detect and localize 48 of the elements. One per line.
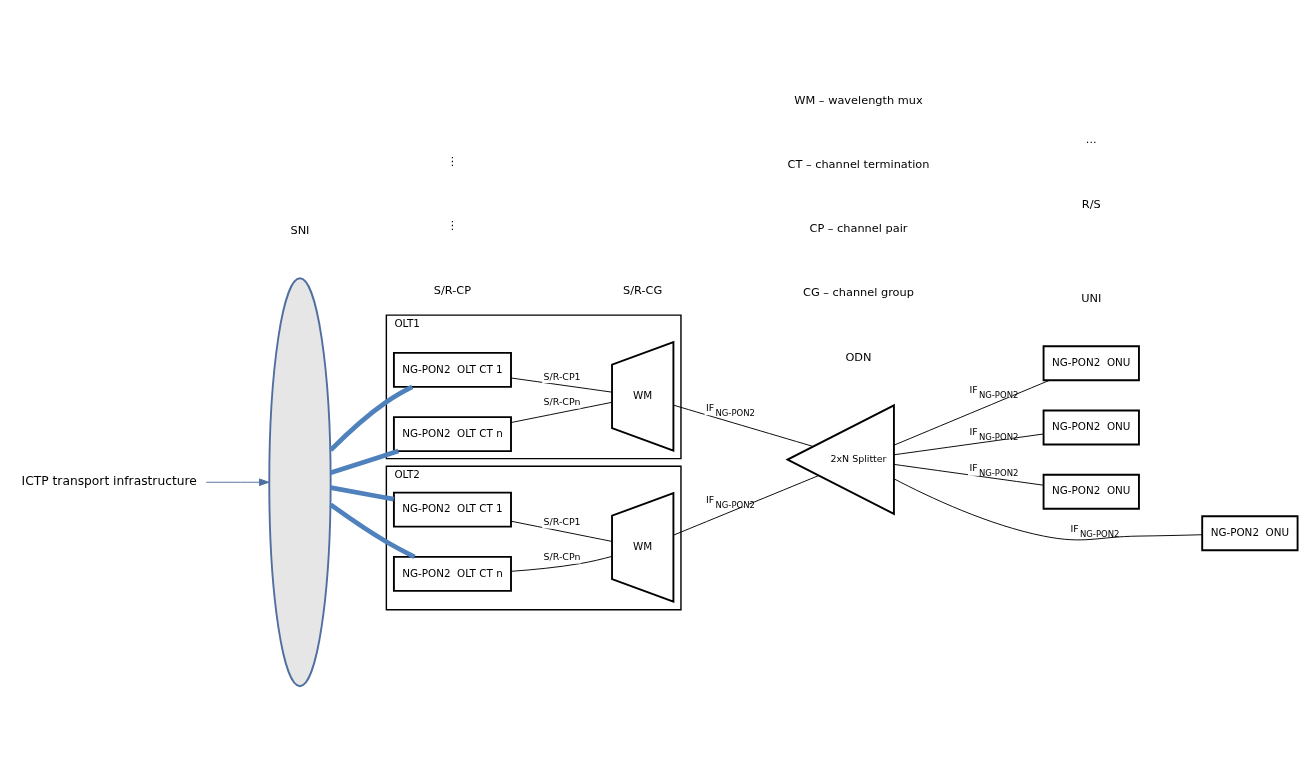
- label: S/R-CP: [433, 282, 472, 297]
- label: CG – channel group: [803, 285, 914, 300]
- node-box: NG-PON2 OLT CT 1: [392, 351, 512, 388]
- node-box: WM: [611, 340, 675, 452]
- label: WM – wavelength mux: [794, 92, 923, 107]
- label: S/R-CG: [623, 282, 663, 297]
- connector: [510, 377, 613, 393]
- label: CP – channel pair: [809, 221, 908, 236]
- edge-label: IF$_{NG-PON2}$: [969, 425, 1019, 442]
- edge-label: IF$_{NG-PON2}$: [969, 384, 1019, 401]
- node-box: WM: [611, 491, 675, 604]
- edge-label: S/R-CPn: [543, 396, 581, 408]
- connector: [510, 555, 613, 572]
- connector: [329, 448, 400, 475]
- label: ...: [1085, 132, 1097, 147]
- connector: [329, 502, 416, 559]
- node-box: NG-PON2 ONU: [1042, 345, 1140, 382]
- edge-label: IF$_{NG-PON2}$: [705, 401, 755, 418]
- edge-label: S/R-CP1: [543, 516, 581, 528]
- connector: [510, 520, 613, 542]
- arrow: [205, 478, 270, 487]
- label: ODN: [845, 349, 872, 364]
- label: ⋮: [446, 154, 459, 169]
- node-box: NG-PON2 ONU: [1042, 409, 1140, 446]
- edge-label: S/R-CPn: [543, 551, 581, 563]
- edge-label: IF$_{NG-PON2}$: [1070, 522, 1120, 539]
- node-box: NG-PON2 OLT CT n: [392, 555, 512, 592]
- edge-label: S/R-CP1: [543, 370, 581, 382]
- label: UNI: [1081, 291, 1102, 305]
- node-ellipse: [268, 277, 332, 688]
- label: SNI: [290, 223, 310, 238]
- connector: [673, 475, 819, 536]
- connector: [893, 433, 1044, 456]
- label: ⋮: [446, 218, 459, 233]
- connector: [893, 478, 1203, 541]
- connector: [510, 401, 613, 423]
- edge-label: IF$_{NG-PON2}$: [969, 462, 1019, 479]
- node-text: ICTP transport infrastructure: [21, 474, 197, 489]
- connector: [330, 485, 395, 502]
- node-box: NG-PON2 OLT CT n: [392, 416, 512, 453]
- connector: [328, 384, 414, 452]
- label: CT – channel termination: [787, 156, 930, 171]
- label: R/S: [1081, 196, 1101, 211]
- node-box: NG-PON2 ONU: [1042, 473, 1140, 510]
- node-box: NG-PON2 ONU: [1201, 515, 1299, 552]
- node-box: NG-PON2 OLT CT 1: [392, 491, 512, 528]
- edge-label: IF$_{NG-PON2}$: [705, 493, 755, 510]
- connector: [893, 379, 1050, 446]
